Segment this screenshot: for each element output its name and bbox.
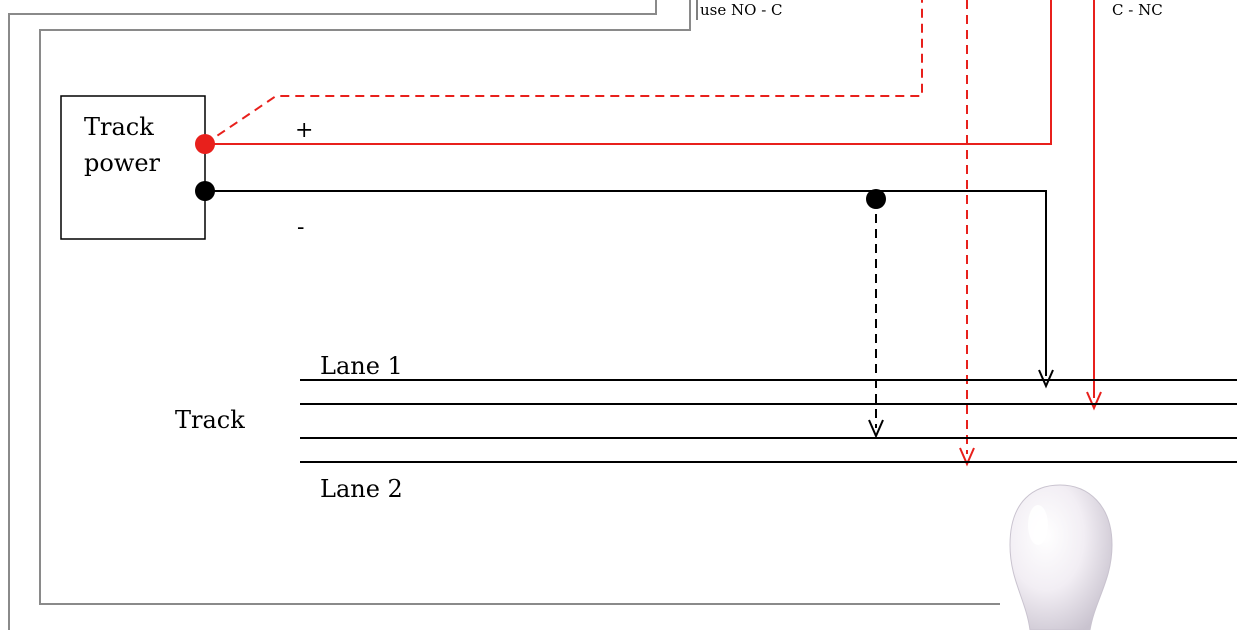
relay-label-no-c: use NO - C (700, 1, 783, 19)
arrowhead-red-solid (1086, 391, 1102, 411)
relay-label-c-nc: C - NC (1112, 1, 1163, 19)
track-power-label-line2: power (84, 149, 161, 177)
plus-label: + (295, 118, 313, 143)
lane1-label: Lane 1 (320, 352, 403, 380)
positive-terminal (195, 134, 215, 154)
arrowhead-black-dashed (868, 419, 884, 439)
frame-border-outer (8, 0, 657, 630)
junction-dot (866, 189, 886, 209)
frame-border-inner (39, 0, 1000, 605)
minus-label: - (297, 215, 304, 240)
track-power-label-line1: Track (84, 113, 154, 141)
track-label: Track (175, 406, 245, 434)
arrowhead-black-solid (1038, 369, 1054, 389)
positive-wire-solid (205, 0, 1052, 145)
negative-wire-solid (205, 190, 1047, 376)
arrowhead-red-dashed (959, 447, 975, 467)
negative-terminal (195, 181, 215, 201)
track-power-box (60, 95, 206, 240)
lane2-label: Lane 2 (320, 475, 403, 503)
light-bulb-icon (1009, 484, 1113, 630)
positive-wire-dashed (204, 0, 923, 145)
